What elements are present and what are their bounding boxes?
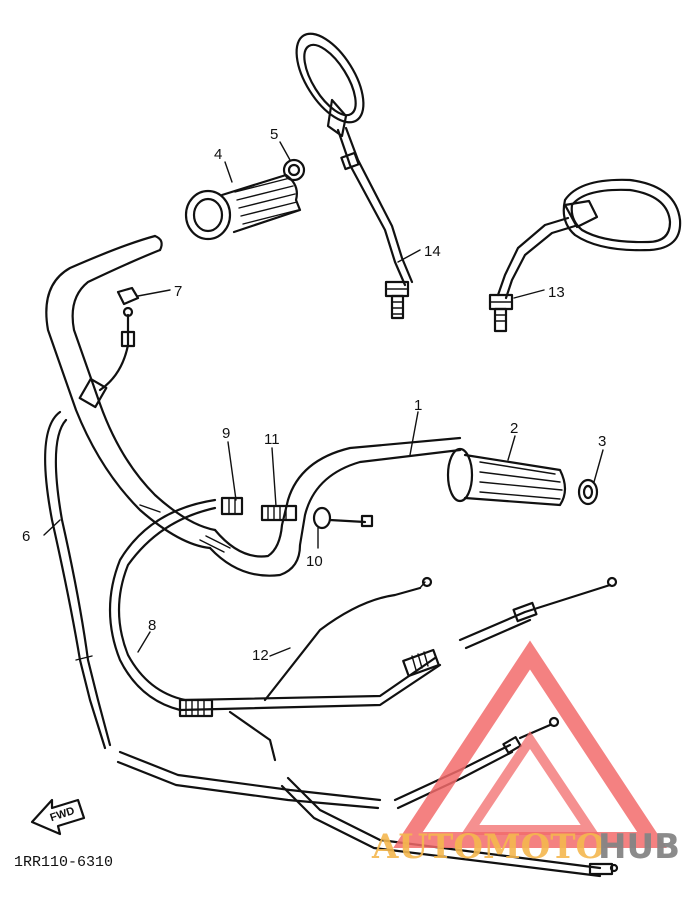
cable-adjuster-9[interactable] xyxy=(220,496,244,516)
part-number-10: 10 xyxy=(306,553,323,570)
cable-8[interactable] xyxy=(108,498,442,762)
watermark-triangle-icon xyxy=(393,640,667,848)
part-number-8: 8 xyxy=(148,617,156,634)
cable-holder-10[interactable] xyxy=(312,506,374,530)
part-number-3: 3 xyxy=(598,433,606,450)
part-number-6: 6 xyxy=(22,528,30,545)
left-mirror[interactable] xyxy=(283,23,414,320)
handlebar[interactable] xyxy=(45,234,462,577)
part-number-5: 5 xyxy=(270,126,278,143)
part-number-12: 12 xyxy=(252,647,269,664)
cable-12[interactable] xyxy=(263,576,618,702)
part-number-11: 11 xyxy=(264,431,280,448)
grip-end-cap-left[interactable] xyxy=(282,158,306,182)
lower-cable[interactable] xyxy=(116,716,619,878)
left-grip[interactable] xyxy=(446,447,567,507)
watermark-text-part2: HUB xyxy=(598,827,680,867)
part-number-4: 4 xyxy=(214,146,222,163)
choke-cable[interactable] xyxy=(78,306,136,409)
part-labels: 1 2 3 4 5 6 7 8 9 10 11 12 13 14 xyxy=(22,126,606,664)
part-number-14: 14 xyxy=(424,243,441,260)
drawing-code: 1RR110-6310 xyxy=(14,854,113,871)
cable-adjuster-11[interactable] xyxy=(260,504,298,522)
grip-end-cap-right[interactable] xyxy=(577,478,599,506)
throttle-grip[interactable] xyxy=(184,173,302,241)
right-mirror[interactable] xyxy=(488,178,682,333)
part-number-7: 7 xyxy=(174,283,182,300)
part-number-2: 2 xyxy=(510,420,518,437)
leader-lines xyxy=(43,141,604,657)
watermark-logo: AUTOMOTO HUB xyxy=(371,640,680,867)
watermark-inner-triangle-icon xyxy=(460,730,600,835)
cable-6[interactable] xyxy=(44,410,112,750)
part-number-9: 9 xyxy=(222,425,230,442)
part-number-1: 1 xyxy=(414,397,422,414)
clamp-piece[interactable] xyxy=(116,286,140,306)
forward-arrow-icon xyxy=(30,798,86,836)
watermark-text-part1: AUTOMOTO xyxy=(371,827,605,867)
part-number-13: 13 xyxy=(548,284,565,301)
